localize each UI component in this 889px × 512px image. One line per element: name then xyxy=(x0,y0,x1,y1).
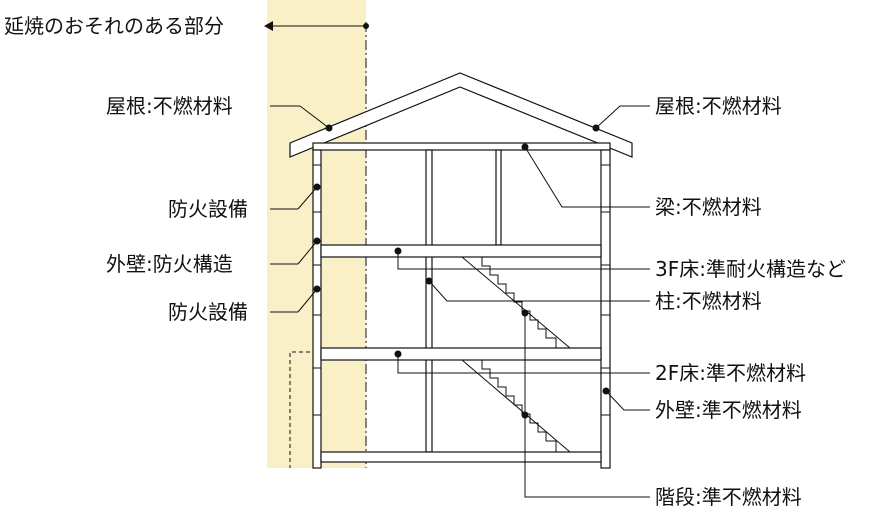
leader-stairs xyxy=(524,313,650,498)
label-roof-right: 屋根:不燃材料 xyxy=(655,94,782,118)
dot-roof-left xyxy=(325,124,333,132)
leader-roof-left-diag xyxy=(299,105,330,129)
upper-stair xyxy=(461,256,571,349)
leader-exterior-wall-semi xyxy=(605,390,650,411)
fire-zone-leader-dot xyxy=(363,23,369,29)
leader-fire-equipment-lower-diag xyxy=(297,288,318,313)
label-floor-2f: 2F床:準不燃材料 xyxy=(655,361,806,385)
leader-beam xyxy=(524,146,650,208)
ground-floor xyxy=(320,451,602,463)
leader-floor-3f xyxy=(397,251,650,270)
lower-stair xyxy=(461,359,571,453)
label-stairs: 階段:準不燃材料 xyxy=(655,485,802,509)
dot-exterior-wall-semi xyxy=(602,387,610,395)
dot-roof-right xyxy=(592,124,600,132)
leader-floor-2f xyxy=(397,354,650,374)
roof xyxy=(289,72,633,158)
label-column: 柱:不燃材料 xyxy=(655,289,762,313)
interior-column-left xyxy=(425,149,433,453)
dot-stairs-upper xyxy=(521,309,529,317)
leader-roof-right xyxy=(595,105,621,129)
leader-column xyxy=(428,280,650,302)
top-beam xyxy=(312,142,611,151)
fire-spread-zone-label: 延焼のおそれのある部分 xyxy=(4,14,224,38)
dot-beam xyxy=(521,143,529,151)
left-wall-segments xyxy=(313,164,321,416)
interior-column-right xyxy=(495,149,502,246)
dot-exterior-wall-fireproof xyxy=(313,237,321,245)
floor-2f xyxy=(320,347,602,361)
label-exterior-wall-semi: 外壁:準不燃材料 xyxy=(655,398,802,422)
dot-floor-3f xyxy=(394,247,402,255)
right-wall-segments xyxy=(601,164,610,416)
label-fire-equipment-upper: 防火設備 xyxy=(168,197,248,221)
dot-fire-equipment-upper xyxy=(313,183,321,191)
leader-fire-equipment-upper-diag xyxy=(297,186,318,210)
label-roof-left: 屋根:不燃材料 xyxy=(106,94,233,118)
label-fire-equipment-lower: 防火設備 xyxy=(168,300,248,324)
dot-floor-2f xyxy=(394,350,402,358)
dot-column xyxy=(425,277,433,285)
label-exterior-wall-fireproof: 外壁:防火構造 xyxy=(106,252,233,276)
dot-fire-equipment-lower xyxy=(313,285,321,293)
dot-stairs-lower xyxy=(521,411,529,419)
leader-exterior-wall-fireproof-diag xyxy=(297,240,318,265)
fire-zone-arrowhead xyxy=(264,21,273,31)
left-exterior-wall xyxy=(312,149,322,469)
label-floor-3f: 3F床:準耐火構造など xyxy=(655,257,846,281)
label-beam: 梁:不燃材料 xyxy=(655,195,762,219)
floor-3f xyxy=(320,244,602,258)
right-exterior-wall xyxy=(600,149,611,469)
